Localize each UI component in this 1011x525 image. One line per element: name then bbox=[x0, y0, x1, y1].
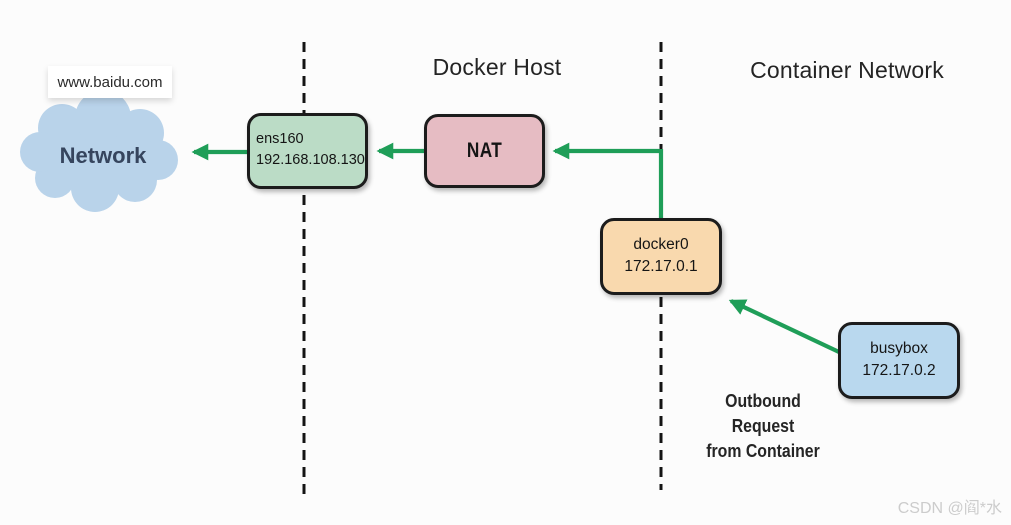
node-docker0: docker0 172.17.0.1 bbox=[600, 218, 722, 295]
container-network-title: Container Network bbox=[750, 57, 944, 83]
ens160-name: ens160 bbox=[256, 131, 304, 147]
outbound-line2: Request bbox=[731, 416, 795, 436]
busybox-ip: 172.17.0.2 bbox=[862, 362, 936, 379]
network-cloud: Network bbox=[20, 90, 178, 212]
node-ens160: ens160 192.168.108.130 bbox=[247, 113, 368, 189]
node-nat: NAT bbox=[424, 114, 545, 188]
watermark: CSDN @阎*水 bbox=[897, 500, 1002, 517]
busybox-name: busybox bbox=[870, 340, 928, 357]
outbound-request-annotation: Outbound Request from Container bbox=[697, 389, 829, 464]
ens160-ip: 192.168.108.130 bbox=[256, 152, 365, 168]
node-busybox: busybox 172.17.0.2 bbox=[838, 322, 960, 399]
arrow-busybox-to-docker0 bbox=[728, 299, 840, 354]
docker0-name: docker0 bbox=[633, 236, 689, 253]
cloud-label: Network bbox=[60, 143, 148, 168]
nat-name: NAT bbox=[466, 139, 503, 162]
outbound-line3: from Container bbox=[706, 441, 820, 461]
docker0-ip: 172.17.0.1 bbox=[624, 258, 698, 275]
docker-host-title: Docker Host bbox=[432, 54, 562, 80]
external-url-label: www.baidu.com bbox=[48, 66, 172, 98]
outbound-line1: Outbound bbox=[725, 391, 801, 411]
